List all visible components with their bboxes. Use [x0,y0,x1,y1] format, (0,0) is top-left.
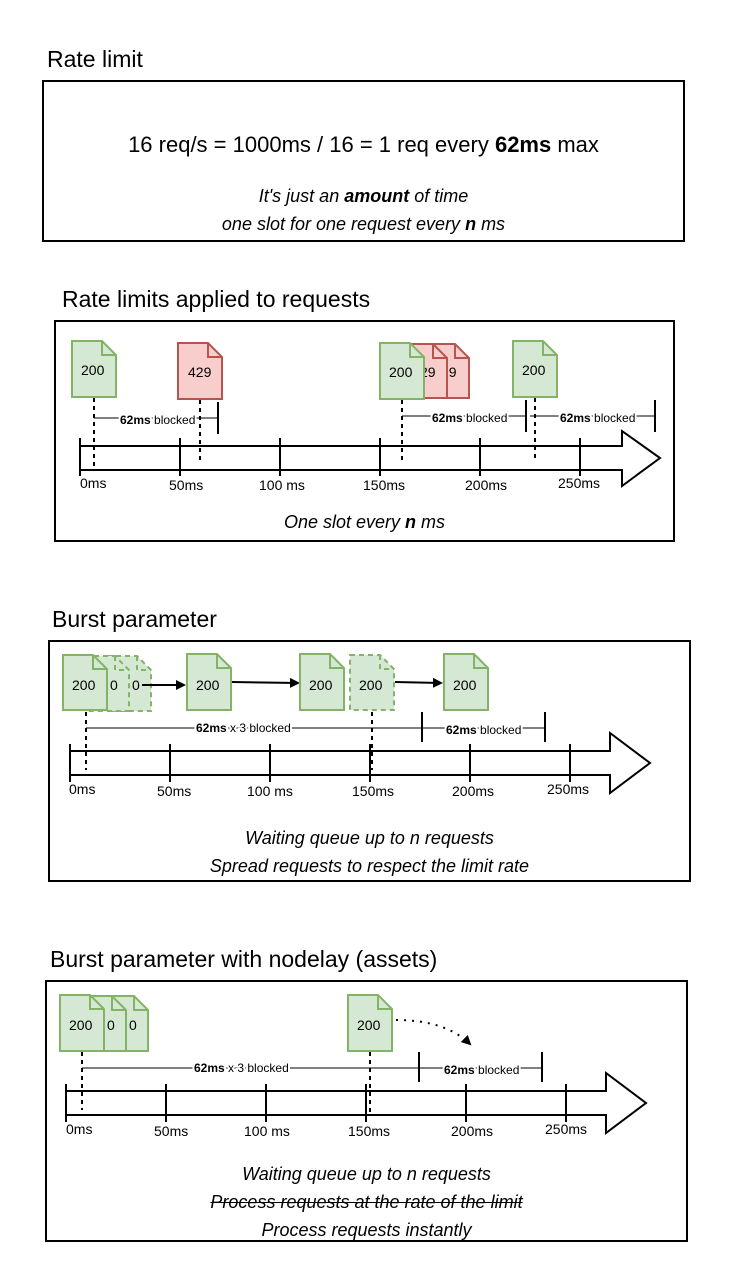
timeline-2: 0ms 50ms 100 ms 150ms 200ms 250ms 62ms b… [71,340,662,493]
slot-note-bold: n [405,512,417,532]
request-doc: 200 [443,653,489,711]
tick-label: 50ms [154,1123,188,1139]
svg-text:200: 200 [453,677,477,693]
svg-text:200: 200 [72,677,96,693]
dotted-flow-arrow [395,1019,472,1046]
tick-label: 0ms [66,1121,92,1137]
request-doc: 200 [186,653,232,711]
slot-note: One slot every n ms [56,512,673,533]
nodelay-note-2: Process requests at the rate of the limi… [210,1192,523,1212]
note1-prefix: It's just an [258,186,345,206]
tick-label: 100 ms [244,1123,290,1139]
blocked-label: 62ms blocked [120,413,195,427]
tick-label: 150ms [363,477,405,493]
tick-label: 0ms [80,475,106,491]
tick-label: 150ms [348,1123,390,1139]
nodelay-note-3: Process requests instantly [261,1220,472,1240]
section1-title: Rate limit [47,46,143,72]
svg-text:200: 200 [389,364,413,380]
blocked-label: 62ms x 3 blocked [196,721,291,735]
blocked-label: 62ms blocked [432,411,507,425]
formula-suffix: max [551,132,599,157]
svg-text:200: 200 [69,1017,93,1033]
svg-text:0: 0 [107,1017,115,1033]
note2-prefix: one slot for one request every [221,214,466,234]
timeline-arrow [79,429,662,488]
burst-note-1: Waiting queue up to n requests [245,828,494,848]
tick-label: 50ms [157,783,191,799]
timeline-arrow [65,1071,648,1135]
tick-label: 250ms [545,1121,587,1137]
blocked-label: 62ms blocked [560,411,635,425]
formula-bold: 62ms [494,132,552,157]
request-doc: 429 [177,342,223,400]
rate-formula: 16 req/s = 1000ms / 16 = 1 req every 62m… [44,132,683,158]
section2-title: Rate limits applied to requests [62,286,371,312]
rate-limit-box: 16 req/s = 1000ms / 16 = 1 req every 62m… [42,80,685,242]
tick-label: 100 ms [259,477,305,493]
blocked-label: 62ms blocked [444,1063,519,1077]
formula-prefix: 16 req/s = 1000ms / 16 = 1 req every [128,132,495,157]
svg-text:200: 200 [359,677,383,693]
tick-label: 250ms [558,475,600,491]
note2-suffix: ms [476,214,506,234]
timeline-arrow [69,731,652,795]
rate-note-1: It's just an amount of time [44,186,683,207]
svg-text:429: 429 [188,364,212,380]
request-doc: 200 [299,653,345,711]
request-doc: 200 [347,994,393,1052]
slot-note-suffix: ms [416,512,446,532]
request-doc: 200 [512,340,558,398]
section3-title: Burst parameter [52,606,217,632]
nodelay-note-1: Waiting queue up to n requests [242,1164,491,1184]
queued-doc: 200 [349,654,395,711]
request-doc: 200 [379,342,425,400]
requests-box: One slot every n ms [54,320,675,542]
tick-label: 100 ms [247,783,293,799]
note1-suffix: of time [409,186,469,206]
note1-bold: amount [344,186,410,206]
svg-text:200: 200 [196,677,220,693]
timeline-4: 0ms 50ms 100 ms 150ms 200ms 250ms 62ms x… [59,994,648,1139]
tick-label: 0ms [69,781,95,797]
svg-text:0: 0 [132,677,140,693]
flow-arrow [394,677,443,688]
svg-text:200: 200 [81,362,105,378]
tick-label: 250ms [547,781,589,797]
svg-text:200: 200 [522,362,546,378]
svg-text:200: 200 [357,1017,381,1033]
burst-note-2: Spread requests to respect the limit rat… [209,856,530,876]
tick-label: 200ms [451,1123,493,1139]
rate-note-2: one slot for one request every n ms [44,214,683,235]
blocked-label: 62ms x 3 blocked [194,1061,289,1075]
blocked-label: 62ms blocked [446,723,521,737]
request-doc: 200 [59,994,105,1052]
request-doc: 200 [62,654,108,711]
tick-label: 200ms [452,783,494,799]
flow-arrow [231,677,300,688]
timeline-3: 0ms 50ms 100 ms 150ms 200ms 250ms 62ms x… [62,653,652,799]
request-doc: 200 [71,340,117,398]
svg-text:0: 0 [110,677,118,693]
note2-bold: n [465,214,477,234]
svg-text:200: 200 [309,677,333,693]
tick-label: 200ms [465,477,507,493]
tick-label: 50ms [169,477,203,493]
section4-title: Burst parameter with nodelay (assets) [50,946,438,972]
slot-note-prefix: One slot every [283,512,406,532]
tick-label: 150ms [352,783,394,799]
svg-text:0: 0 [129,1017,137,1033]
